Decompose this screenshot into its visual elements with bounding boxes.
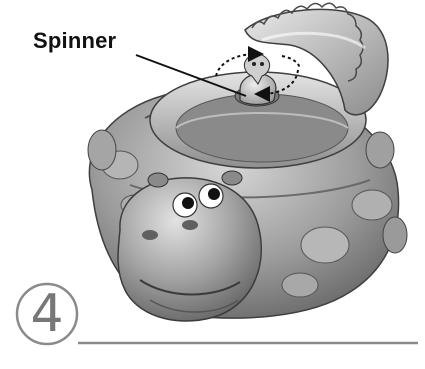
callout-label-spinner: Spinner — [33, 30, 116, 52]
step-number: 4 — [20, 288, 74, 340]
